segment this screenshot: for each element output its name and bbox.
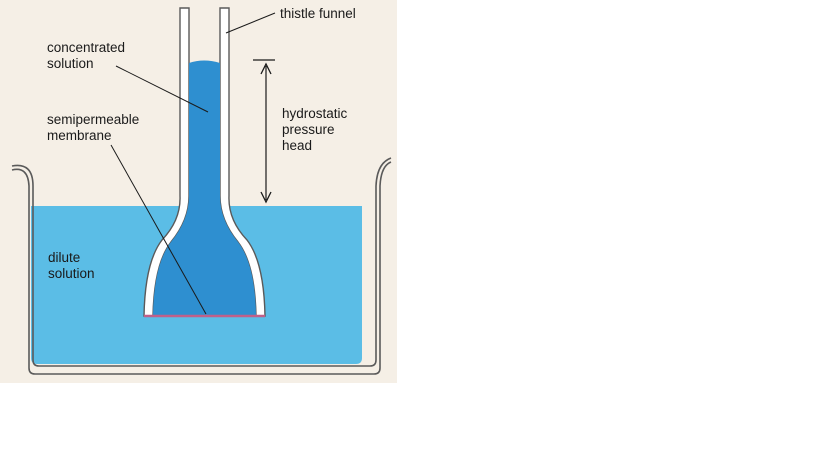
label-hydrostatic-pressure-head: hydrostatic pressure head — [282, 106, 351, 153]
label-dilute-solution: dilute solution — [48, 250, 95, 281]
concentrated-solution-liquid — [153, 60, 256, 315]
beaker — [11, 161, 392, 375]
beaker-inner-wall — [11, 157, 392, 367]
label-thistle-funnel: thistle funnel — [280, 6, 356, 21]
label-concentrated-solution: concentrated solution — [47, 40, 129, 71]
label-semipermeable-membrane: semipermeable membrane — [47, 112, 143, 143]
leader-line-semipermeable-membrane — [110, 144, 207, 315]
leader-line-thistle-funnel — [225, 12, 276, 34]
leader-line-concentrated-solution — [115, 65, 209, 113]
arrow-down-icon — [260, 191, 272, 204]
arrow-up-icon — [260, 62, 272, 75]
